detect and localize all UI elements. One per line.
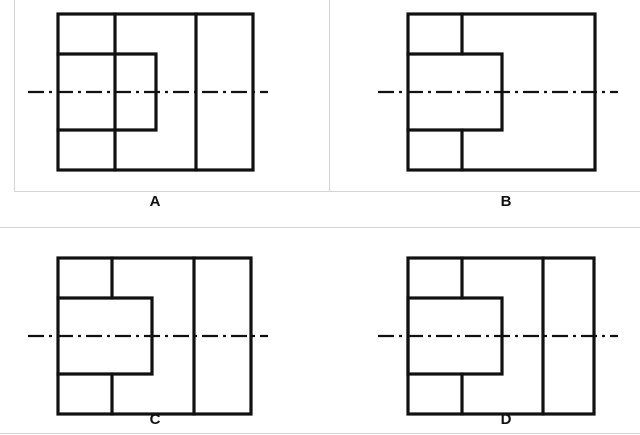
cell-border-d	[0, 433, 640, 434]
option-label-c: C	[149, 411, 161, 428]
option-label-b: B	[500, 193, 512, 210]
option-label-d: D	[500, 411, 512, 428]
cell-border-b	[330, 0, 640, 192]
cell-border-c	[0, 227, 640, 228]
cell-border-a	[14, 0, 330, 192]
option-label-a: A	[149, 193, 161, 210]
